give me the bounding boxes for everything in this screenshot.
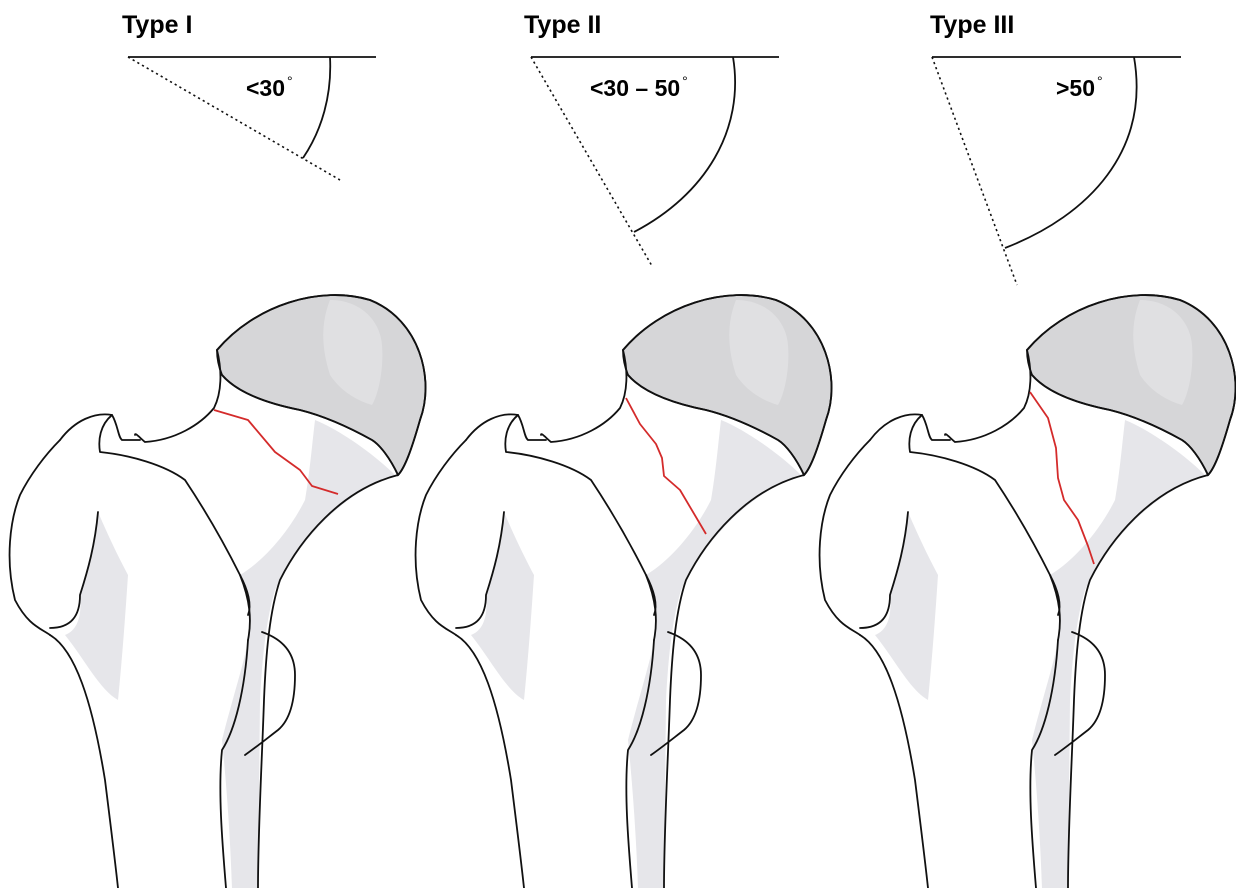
angle-label: >50°: [1056, 73, 1103, 101]
panel-type-ii: Type II <30 – 50°: [416, 11, 832, 888]
angle-diagram: <30 – 50°: [531, 57, 779, 266]
angle-arc: [303, 57, 330, 158]
panel-type-i: Type I <30°: [10, 11, 426, 888]
fracture-plane-line: [932, 57, 1017, 285]
proximal-femur: [416, 295, 832, 888]
panel-type-iii: Type III >50°: [820, 11, 1236, 888]
angle-diagram: <30°: [128, 57, 376, 180]
angle-label: <30°: [246, 73, 293, 101]
fracture-plane-line: [128, 57, 340, 180]
proximal-femur: [10, 295, 426, 888]
panel-title: Type II: [524, 11, 601, 39]
angle-label: <30 – 50°: [590, 73, 688, 101]
panel-title: Type I: [122, 11, 192, 39]
angle-diagram: >50°: [932, 57, 1181, 285]
panel-title: Type III: [930, 11, 1014, 39]
proximal-femur: [820, 295, 1236, 888]
